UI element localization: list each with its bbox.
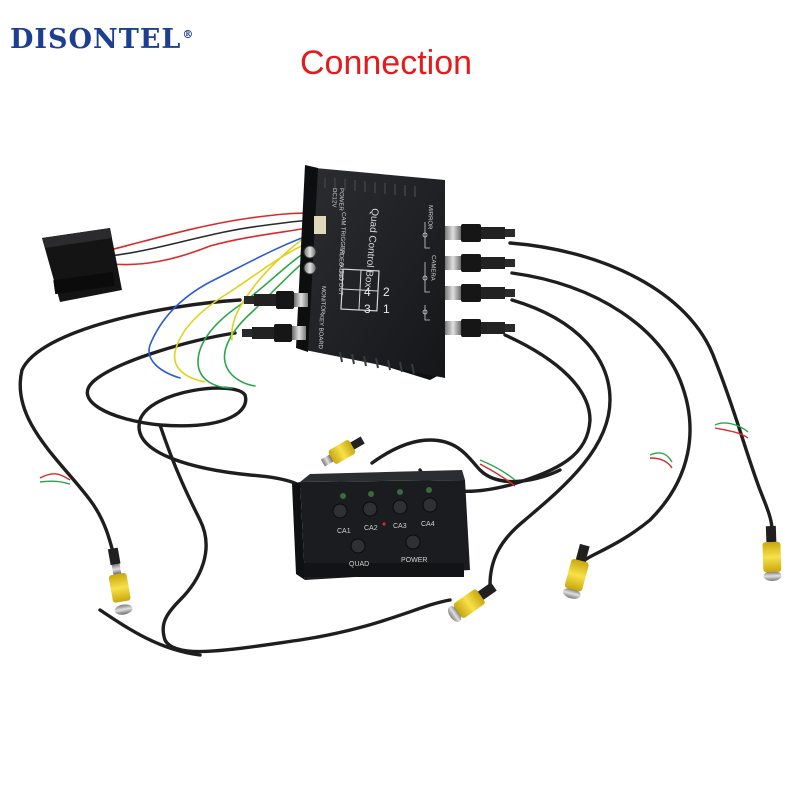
port-label-mirror: MIRROR [426,205,433,230]
keypad-label-ca4: CA4 [421,521,435,528]
keypad-label-ca1: CA1 [337,528,351,535]
port-label-monitor: MONITOR [319,286,326,315]
aviation-connectors-right [445,224,515,337]
keypad-device: CA1 CA2 CA3 CA4 QUAD POWER [292,470,470,580]
quad-number-3: 3 [364,302,371,316]
brand-logo: DISONTEL® [10,24,194,55]
brand-name: DISONTEL [10,24,182,55]
page-title: Connection [300,44,473,82]
port-label-power: POWER [337,188,344,212]
port-label-video-out: VIDEO OUT [337,248,344,282]
port-label-cam-trigger: CAM TRIGGER [339,212,346,255]
keypad-label-quad: QUAD [349,561,369,568]
rca-plugs [107,436,782,622]
quad-control-box: Quad Control Box 1 2 3 4 POWER DC12V CAM… [296,165,445,387]
power-module [42,228,122,302]
quad-number-2: 2 [383,285,390,299]
quad-grid [340,268,380,312]
port-label-dc12v: DC12V [330,188,337,208]
registered-mark: ® [182,28,195,41]
aviation-connectors-left [242,291,308,342]
port-label-keyboard: KEY BOARD [317,314,324,350]
black-cables [18,241,774,657]
wire-tails [39,422,749,487]
keypad-label-ca2: CA2 [364,525,378,532]
rca-jacks-box [303,245,317,275]
quad-number-4: 4 [364,285,371,299]
keypad-label-power: POWER [401,557,427,564]
port-label-camera: CAMERA [429,255,436,281]
port-label-audio-out: AUDIO OUT [337,262,344,296]
keypad-label-ca3: CA3 [393,523,407,530]
quad-number-1: 1 [383,302,390,316]
power-wires [94,212,319,389]
